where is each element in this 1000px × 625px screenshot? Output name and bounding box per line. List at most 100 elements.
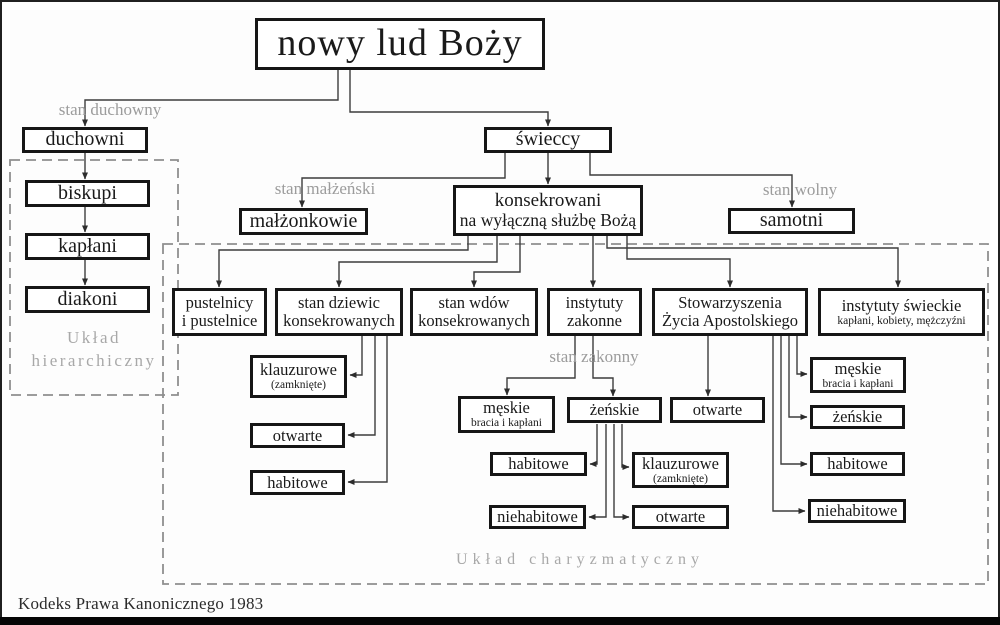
edge-stowarzyszenia-sw-niehabitowe [772,336,806,514]
node-zen-niehabitowe: niehabitowe [489,505,586,529]
node-label: konsekrowanych [418,311,530,330]
node-dz-klauzurowe: klauzurowe(zamknięte) [250,355,347,398]
edge-stowarzyszenia-sw-meskie [796,336,808,377]
edge-zak-zenskie-zen-habitowe [589,424,598,467]
edge-stan-dziewic-dz-habitowe [347,336,388,485]
edge-title-swieccy [349,70,551,127]
node-label: nowy lud Boży [277,22,523,65]
edge-stan-dziewic-dz-otwarte [347,336,376,438]
node-dz-habitowe: habitowe [250,470,345,495]
node-duchowni: duchowni [22,127,148,153]
node-label: stan wdów [438,293,510,313]
node-label: diakoni [57,287,118,310]
node-zen-klauzurowe: klauzurowe(zamknięte) [632,452,729,488]
node-label: otwarte [692,400,743,420]
node-kaplani: kapłani [25,233,150,260]
node-sublabel: bracia i kapłani [822,377,894,390]
edge-label-stan-duchowny: stan duchowny [58,100,162,119]
caption: Kodeks Prawa Kanonicznego 1983 [18,594,264,613]
charismatic-group-frame [162,243,989,585]
edge-stan-dziewic-dz-klauzurowe [349,336,363,378]
node-sw-zenskie: żeńskie [810,405,905,429]
edge-label-stan-malzenski: stan małżeński [274,179,376,198]
bottom-black-bar [0,617,1000,625]
group-label-line: Układ [66,328,122,347]
node-label: męskie [483,398,530,418]
node-label: żeńskie [832,407,883,427]
node-label: habitowe [267,472,328,492]
node-diakoni: diakoni [25,286,150,313]
edge-swieccy-samotni [589,153,795,208]
node-label: Życia Apostolskiego [661,311,799,330]
node-stow-otwarte: otwarte [670,397,765,423]
node-label: małżonkowie [249,209,358,232]
node-label: Stowarzyszenia [678,293,782,313]
edge-label-stan-zakonny: stan zakonny [549,347,639,366]
node-label: pustelnicy [185,293,254,313]
node-title: nowy lud Boży [255,18,545,70]
node-label: stan dziewic [297,293,380,313]
node-label: żeńskie [589,400,640,420]
edge-konsekrowani-instytuty-swieckie [606,236,901,288]
node-label: zakonne [567,311,622,330]
node-malzonkowie: małżonkowie [239,208,368,235]
edge-instytuty-zakonne-zak-zenskie [592,336,616,397]
node-label: biskupi [58,181,117,204]
node-samotni: samotni [728,208,855,234]
edge-zak-zenskie-zen-niehabitowe [588,424,607,520]
node-sublabel: (zamknięte) [271,379,326,392]
node-sublabel: kapłani, kobiety, mężczyźni [837,314,966,327]
node-label: habitowe [508,454,569,474]
node-dz-otwarte: otwarte [250,423,345,448]
node-label: na wyłączną służbę Bożą [459,210,637,231]
node-swieccy: świeccy [484,127,612,153]
edge-zak-zenskie-zen-otwarte [613,424,630,520]
node-sw-habitowe: habitowe [810,452,905,476]
node-label: otwarte [655,507,706,527]
node-label: kapłani [58,234,117,257]
edge-konsekrowani-stan-dziewic [336,236,498,288]
node-label: duchowni [45,128,125,151]
node-label: habitowe [827,454,888,474]
node-sublabel: bracia i kapłani [471,417,542,430]
node-label: świeccy [515,128,581,151]
edge-instytuty-zakonne-zak-meskie [504,336,576,396]
node-zen-otwarte: otwarte [632,505,729,529]
node-label: konsekrowanych [283,311,395,330]
edge-konsekrowani-stan-wdow [471,236,521,288]
node-label: otwarte [272,425,323,445]
hierarchical-group-frame [9,159,179,396]
node-label: klauzurowe [642,453,719,473]
node-label: instytuty świeckie [841,295,962,315]
edge-konsekrowani-pustelnicy [216,236,469,288]
group-label-line: hierarchiczny [31,350,157,370]
edge-stowarzyszenia-sw-habitowe [780,336,808,467]
node-label: samotni [759,209,824,232]
group-label-uklad-hierarchiczny: Układ hierarchiczny [32,327,157,373]
node-zak-zenskie: żeńskie [567,397,662,423]
node-label: instytuty [565,293,624,313]
node-sublabel: (zamknięte) [653,472,708,485]
edge-swieccy-malzonkowie [299,153,506,208]
edge-konsekrowani-stowarzyszenia [626,236,733,288]
node-label: klauzurowe [260,360,337,380]
group-label-uklad-charyzmatyczny: Układ charyzmatyczny [456,551,704,568]
node-zen-habitowe: habitowe [490,452,587,476]
node-biskupi: biskupi [25,180,150,207]
node-label: niehabitowe [816,501,898,521]
edge-zak-zenskie-zen-klauzurowe [621,424,630,470]
edge-label-stan-wolny: stan wolny [762,180,838,199]
edge-title-duchowni [82,70,339,127]
node-label: niehabitowe [497,507,578,527]
node-label: i pustelnice [181,311,258,330]
